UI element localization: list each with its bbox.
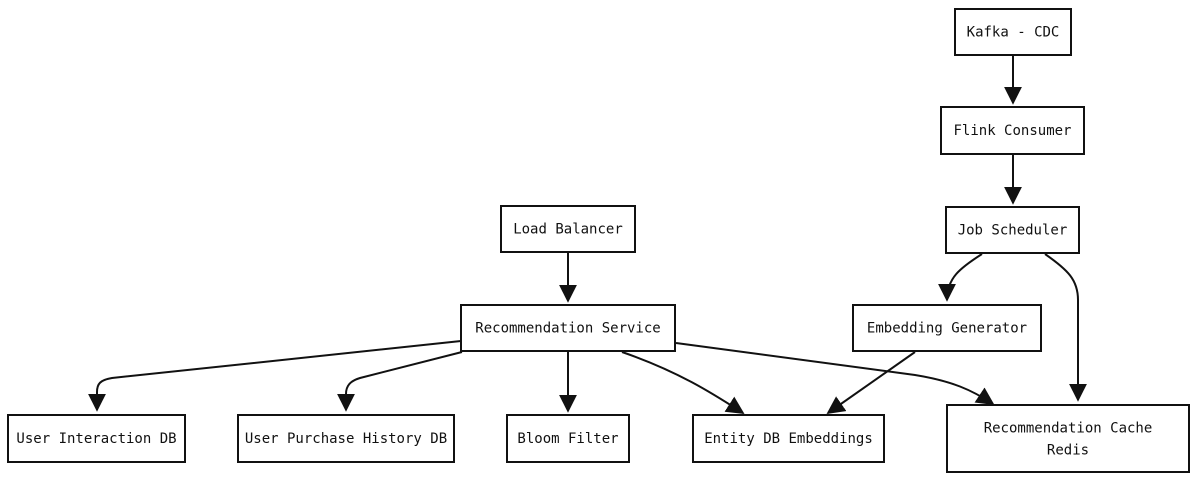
node-label: Embedding Generator (867, 321, 1027, 337)
node-label: Entity DB Embeddings (704, 431, 873, 447)
node-bloom-filter: Bloom Filter (506, 414, 630, 463)
node-label: Bloom Filter (517, 431, 618, 447)
node-label: Flink Consumer (953, 123, 1071, 139)
node-label-line-2: Redis (1047, 443, 1089, 459)
edge-scheduler-to-recommendation-cache (1044, 253, 1087, 402)
node-recommendation-service: Recommendation Service (460, 304, 676, 352)
edge-service-to-user-interaction-db (88, 340, 462, 412)
edge-scheduler-to-embedding-generator (938, 253, 983, 302)
node-job-scheduler: Job Scheduler (945, 206, 1080, 254)
node-flink-consumer: Flink Consumer (940, 106, 1085, 155)
node-load-balancer: Load Balancer (500, 205, 636, 253)
node-label: Job Scheduler (958, 223, 1068, 239)
edge-service-to-recommendation-cache (675, 342, 995, 405)
node-user-interaction-db: User Interaction DB (7, 414, 186, 463)
node-user-purchase-history-db: User Purchase History DB (237, 414, 455, 463)
node-entity-db-embeddings: Entity DB Embeddings (692, 414, 885, 463)
edge-service-to-purchase-history-db (337, 351, 463, 412)
node-recommendation-cache-redis: Recommendation Cache Redis (946, 404, 1190, 473)
edge-embedding-generator-to-entity-embeddings (826, 351, 916, 415)
edge-service-to-entity-embeddings (621, 351, 745, 414)
node-label: User Interaction DB (16, 431, 176, 447)
node-label-line-1: Recommendation Cache (984, 421, 1153, 437)
edges (88, 56, 1087, 415)
node-label: Kafka - CDC (967, 25, 1060, 41)
node-label: Recommendation Service (475, 321, 660, 337)
node-label: User Purchase History DB (245, 431, 447, 447)
node-label: Load Balancer (513, 222, 623, 238)
node-kafka-cdc: Kafka - CDC (954, 8, 1072, 56)
node-embedding-generator: Embedding Generator (852, 304, 1042, 352)
